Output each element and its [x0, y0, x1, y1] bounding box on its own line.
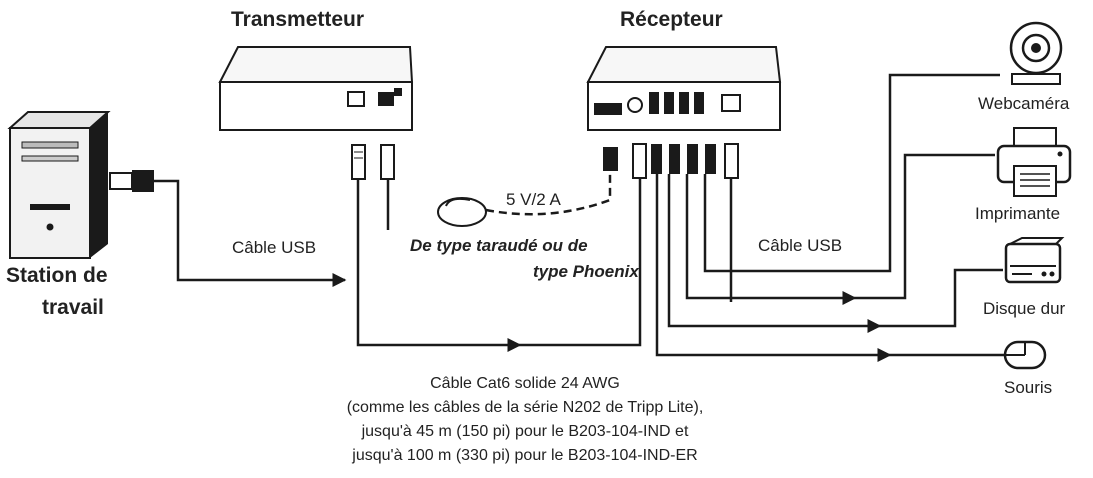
- usb-cable-label-left: Câble USB: [232, 238, 317, 257]
- usb-cable-mouse: [655, 174, 892, 362]
- cable-spec-note: Câble Cat6 solide 24 AWG (comme les câbl…: [300, 372, 750, 468]
- cable-spec-line-1: Câble Cat6 solide 24 AWG: [430, 375, 620, 392]
- rj45-connector-icon: [351, 144, 366, 180]
- receiver-device: [586, 46, 782, 131]
- cat6-cable: [356, 179, 522, 352]
- usb-plug-icon: [109, 170, 154, 192]
- usb-cable-printer: [685, 174, 857, 305]
- usb-cable-label-right: Câble USB: [758, 236, 843, 255]
- workstation-title-line1: Station de: [6, 264, 108, 287]
- power-cable: [485, 171, 612, 216]
- workstation-title-line2: travail: [42, 296, 104, 319]
- power-plug-icon: [380, 144, 395, 180]
- hard-drive-label: Disque dur: [983, 299, 1066, 318]
- transmitter-title: Transmetteur: [231, 8, 365, 31]
- cable-spec-line-2: (comme les câbles de la série N202 de Tr…: [346, 399, 704, 416]
- printer-icon: [996, 127, 1072, 197]
- webcam-label: Webcaméra: [978, 94, 1070, 113]
- mouse-label: Souris: [1004, 378, 1053, 397]
- receiver-connectors: [603, 143, 739, 179]
- power-type-label-line1: De type taraudé ou de: [410, 236, 588, 255]
- webcam-icon: [1009, 21, 1063, 85]
- hard-drive-icon: [1004, 237, 1065, 284]
- cable-spec-line-4: jusqu'à 100 m (330 pi) pour le B203-104-…: [352, 447, 698, 464]
- cable-spec-line-3: jusqu'à 45 m (150 pi) pour le B203-104-I…: [361, 423, 689, 440]
- power-rating-label: 5 V/2 A: [506, 190, 561, 209]
- transmitter-device: [218, 46, 414, 131]
- printer-label: Imprimante: [975, 204, 1061, 223]
- workstation-icon: [7, 111, 111, 259]
- usb-cable-left: [154, 179, 347, 287]
- mouse-icon: [1003, 340, 1047, 370]
- receiver-title: Récepteur: [620, 8, 723, 31]
- power-adapter-icon: [437, 197, 487, 227]
- usb-cable-webcam: [703, 73, 1000, 273]
- usb-cable-hard-drive: [667, 174, 882, 333]
- power-type-label-line2: type Phoenix: [533, 262, 639, 281]
